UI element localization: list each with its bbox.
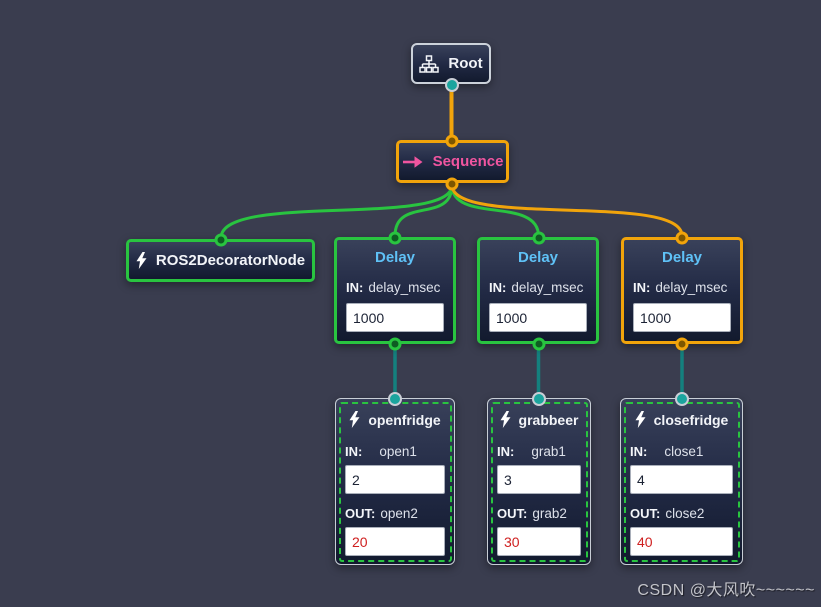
node-title: openfridge xyxy=(368,411,441,428)
in-param-name: delay_msec xyxy=(511,280,584,295)
node-title: grabbeer xyxy=(518,411,579,428)
in-label: IN: xyxy=(633,280,651,295)
bolt-icon xyxy=(349,411,360,428)
port-sequence-output[interactable] xyxy=(445,177,459,191)
in-label: IN: xyxy=(489,280,507,295)
node-delay-2[interactable]: Delay IN: delay_msec xyxy=(477,237,599,344)
in-label: IN: xyxy=(630,444,648,459)
node-title: Delay xyxy=(374,249,416,266)
port-root-output[interactable] xyxy=(444,77,459,92)
in-label: IN: xyxy=(346,280,364,295)
node-root[interactable]: Root xyxy=(411,43,491,84)
edge-sequence-delay2 xyxy=(450,184,540,237)
node-delay-3[interactable]: Delay IN: delay_msec xyxy=(621,237,743,344)
node-title: Delay xyxy=(517,249,559,266)
node-openfridge[interactable]: openfridge IN: open1 OUT: open2 xyxy=(335,398,455,565)
edge-sequence-decorator xyxy=(219,184,454,239)
out-label: OUT: xyxy=(497,506,528,521)
out-value-input[interactable] xyxy=(345,527,445,556)
port-delay2-input[interactable] xyxy=(532,231,545,244)
node-title: closefridge xyxy=(653,411,729,428)
in-label: IN: xyxy=(345,444,363,459)
edge-sequence-delay3 xyxy=(450,184,684,237)
port-delay3-input[interactable] xyxy=(675,231,689,244)
port-grabbeer-input[interactable] xyxy=(531,391,546,406)
bolt-icon xyxy=(635,411,646,428)
csdn-watermark: CSDN @大风吹~~~~~~ xyxy=(637,582,815,599)
node-grabbeer[interactable]: grabbeer IN: grab1 OUT: grab2 xyxy=(487,398,591,565)
out-param-row: OUT: close2 xyxy=(621,506,742,521)
in-param-row: IN: delay_msec xyxy=(337,280,453,295)
port-decorator-input[interactable] xyxy=(214,233,228,246)
delay-msec-input[interactable] xyxy=(489,303,587,332)
out-param-name: close2 xyxy=(665,506,705,521)
node-title: Root xyxy=(448,55,483,72)
port-delay2-output[interactable] xyxy=(532,337,545,351)
in-param-name: open1 xyxy=(379,444,417,459)
in-param-name: close1 xyxy=(664,444,704,459)
out-param-name: grab2 xyxy=(532,506,567,521)
delay-msec-input[interactable] xyxy=(346,303,444,332)
in-param-row: IN: open1 xyxy=(336,444,454,459)
in-value-input[interactable] xyxy=(345,465,445,494)
out-value-input[interactable] xyxy=(497,527,581,556)
node-closefridge[interactable]: closefridge IN: close1 OUT: close2 xyxy=(620,398,743,565)
out-label: OUT: xyxy=(345,506,376,521)
port-delay1-input[interactable] xyxy=(388,231,402,244)
bolt-icon xyxy=(136,252,147,269)
hierarchy-icon xyxy=(419,54,440,73)
in-label: IN: xyxy=(497,444,515,459)
port-closefridge-input[interactable] xyxy=(675,391,689,406)
node-delay-1[interactable]: Delay IN: delay_msec xyxy=(334,237,456,344)
in-param-name: delay_msec xyxy=(655,280,728,295)
port-sequence-input[interactable] xyxy=(445,134,459,148)
in-value-input[interactable] xyxy=(497,465,581,494)
in-param-row: IN: delay_msec xyxy=(624,280,740,295)
port-openfridge-input[interactable] xyxy=(388,391,402,406)
out-param-row: OUT: open2 xyxy=(336,506,454,521)
delay-msec-input[interactable] xyxy=(633,303,731,332)
arrow-right-icon xyxy=(402,155,423,168)
in-param-name: grab1 xyxy=(531,444,566,459)
port-delay3-output[interactable] xyxy=(675,337,689,351)
node-title: Delay xyxy=(661,249,703,266)
in-param-row: IN: grab1 xyxy=(488,444,590,459)
out-label: OUT: xyxy=(630,506,661,521)
edge-sequence-delay1 xyxy=(393,184,454,237)
in-param-name: delay_msec xyxy=(368,280,441,295)
out-param-row: OUT: grab2 xyxy=(488,506,590,521)
out-param-name: open2 xyxy=(380,506,418,521)
node-title: ROS2DecoratorNode xyxy=(155,252,306,269)
out-value-input[interactable] xyxy=(630,527,733,556)
in-param-row: IN: close1 xyxy=(621,444,742,459)
port-delay1-output[interactable] xyxy=(388,337,402,351)
in-value-input[interactable] xyxy=(630,465,733,494)
bolt-icon xyxy=(500,411,511,428)
in-param-row: IN: delay_msec xyxy=(480,280,596,295)
node-title: Sequence xyxy=(432,153,504,170)
